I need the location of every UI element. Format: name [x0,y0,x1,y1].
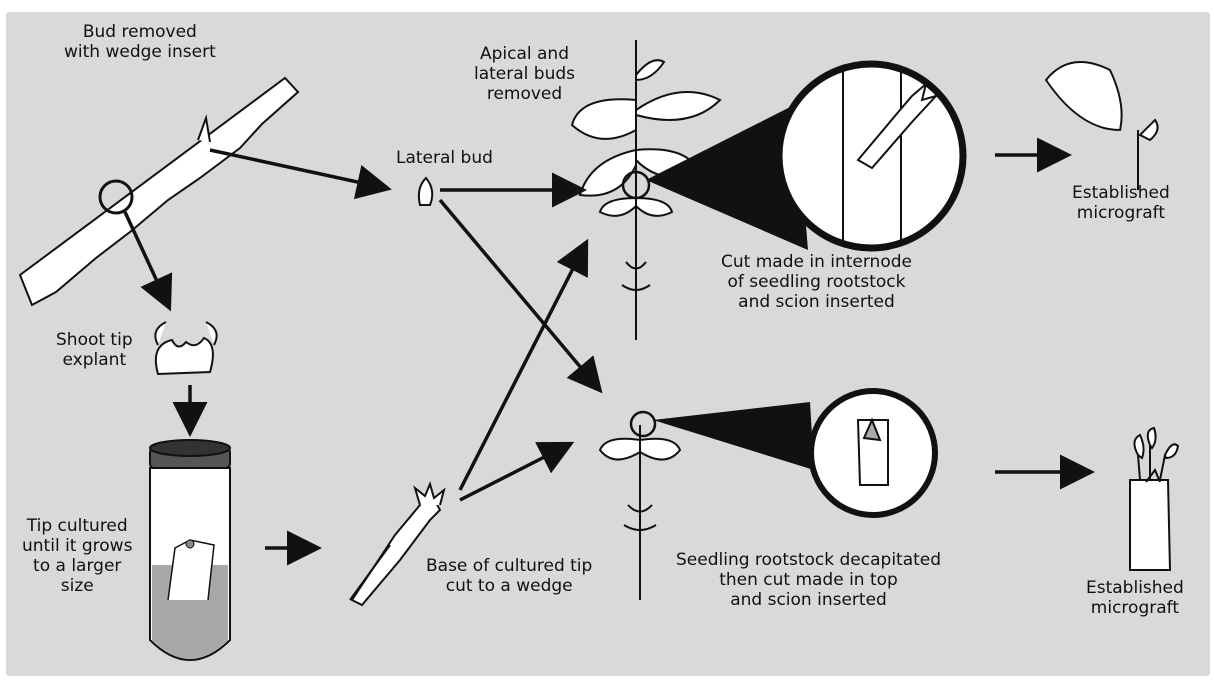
label-base-cultured: Base of cultured tip cut to a wedge [426,556,592,596]
label-established-top: Established micrograft [1072,183,1170,223]
label-cut-internode: Cut made in internode of seedling rootst… [721,252,912,312]
label-seedling-decap: Seedling rootstock decapitated then cut … [676,550,941,610]
label-tip-cultured: Tip cultured until it grows to a larger … [22,516,132,596]
label-lateral-bud: Lateral bud [396,148,493,168]
label-established-bottom: Established micrograft [1086,578,1184,618]
label-shoot-tip: Shoot tip explant [56,330,133,370]
label-apical-lateral: Apical and lateral buds removed [474,44,575,104]
test-tube-icon [150,440,230,660]
bottom-magnified-graft [858,420,888,485]
label-bud-removed: Bud removed with wedge insert [64,22,216,62]
